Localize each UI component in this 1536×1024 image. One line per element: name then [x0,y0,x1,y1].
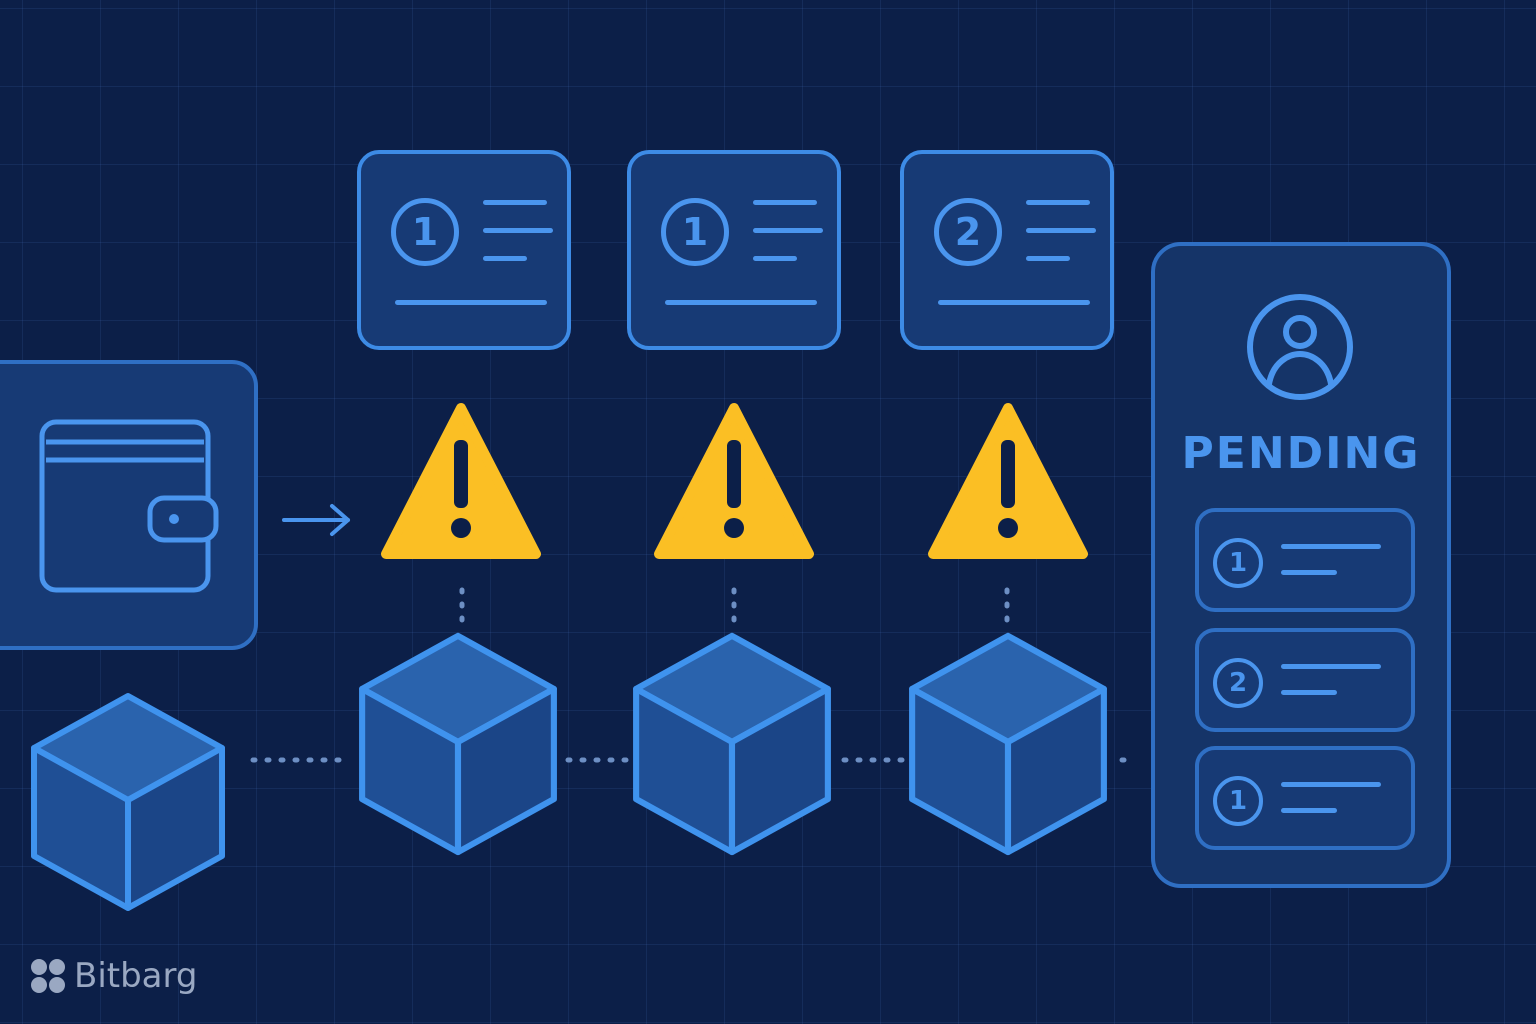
queue-number-badge: 1 [1213,538,1263,588]
text-line [483,228,553,233]
text-line [1026,256,1070,261]
pending-queue-item: 1 [1195,508,1415,612]
transaction-card: 1 [357,150,571,350]
transaction-card: 2 [900,150,1114,350]
wallet-icon [39,419,219,593]
block-cube-icon [909,632,1107,856]
transaction-number-badge: 2 [934,198,1002,266]
warning-icon [381,403,541,559]
text-line [1281,664,1381,669]
text-line [395,300,547,305]
queue-number-badge: 2 [1213,658,1263,708]
transaction-number-badge: 1 [391,198,459,266]
transaction-number-badge: 1 [661,198,729,266]
arrow-right-icon [282,504,350,536]
text-line [753,200,817,205]
text-line [1281,570,1337,575]
text-line [753,256,797,261]
block-cube-icon [31,693,225,911]
text-line [1281,782,1381,787]
pending-title: PENDING [1181,428,1421,479]
transaction-card: 1 [627,150,841,350]
text-line [665,300,817,305]
text-line [1026,200,1090,205]
warning-icon [928,403,1088,559]
text-line [1281,808,1337,813]
pending-queue-item: 1 [1195,746,1415,850]
block-cube-icon [633,632,831,856]
text-line [483,200,547,205]
text-line [483,256,527,261]
block-cube-icon [359,632,557,856]
bitbarg-logo-icon [31,959,65,993]
logo-text: Bitbarg [74,956,198,996]
queue-number-badge: 1 [1213,776,1263,826]
text-line [1026,228,1096,233]
text-line [753,228,823,233]
pending-queue-item: 2 [1195,628,1415,732]
logo: Bitbarg [28,956,197,996]
text-line [1281,544,1381,549]
text-line [938,300,1090,305]
user-avatar-icon [1247,294,1353,400]
wallet-card [0,360,258,650]
text-line [1281,690,1337,695]
warning-icon [654,403,814,559]
pending-panel: PENDING 1 2 1 [1151,242,1451,888]
